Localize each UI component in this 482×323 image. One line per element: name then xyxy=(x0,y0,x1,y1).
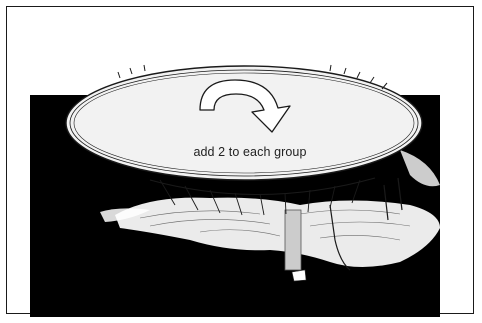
disc-top-ticks xyxy=(117,64,388,90)
disc-underside xyxy=(149,177,376,195)
light-splash xyxy=(115,197,440,267)
clockwise-arrow-icon xyxy=(199,79,291,133)
floor-chip xyxy=(291,269,307,282)
light-streak-left xyxy=(100,208,150,222)
instruction-caption: add 2 to each group xyxy=(193,145,307,159)
splash-texture xyxy=(139,209,411,241)
disc-rim-slats xyxy=(159,179,361,216)
tray-disc xyxy=(65,65,423,181)
light-streak-right xyxy=(400,150,440,187)
support-legs xyxy=(329,177,403,271)
support-post xyxy=(284,209,302,271)
